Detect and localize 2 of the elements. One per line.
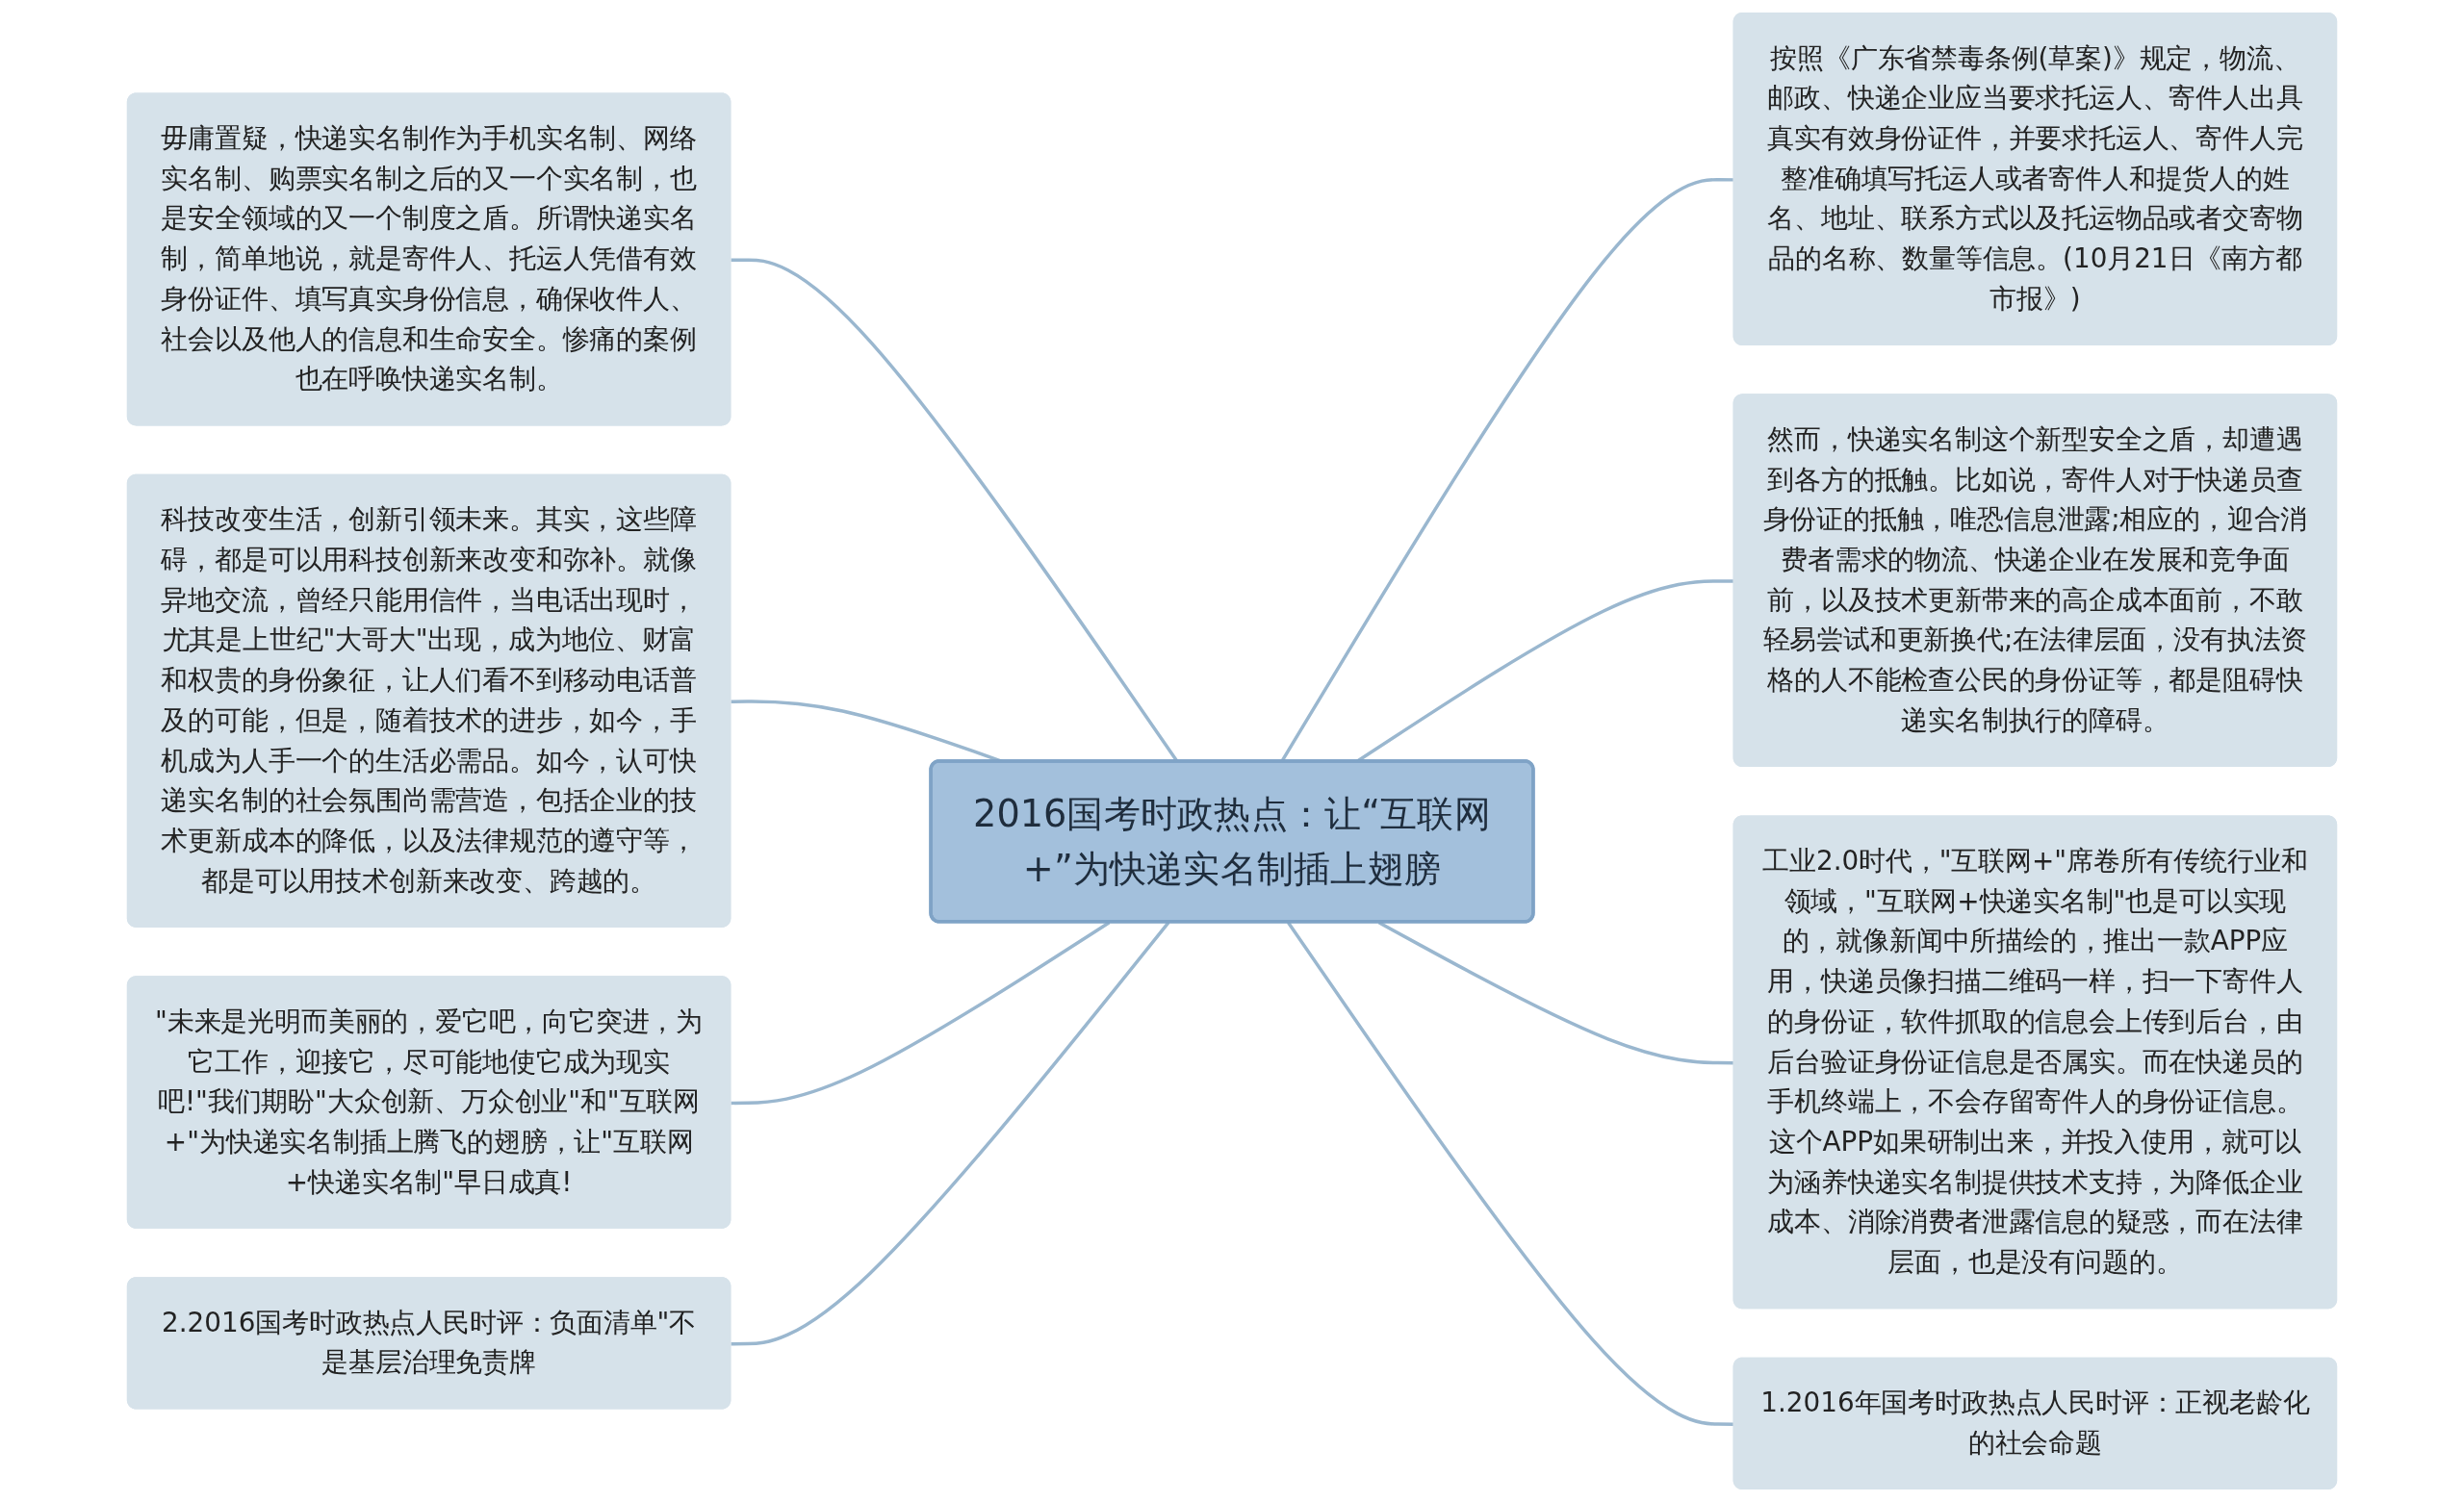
connector	[731, 921, 1170, 1346]
connector	[731, 921, 1111, 1106]
